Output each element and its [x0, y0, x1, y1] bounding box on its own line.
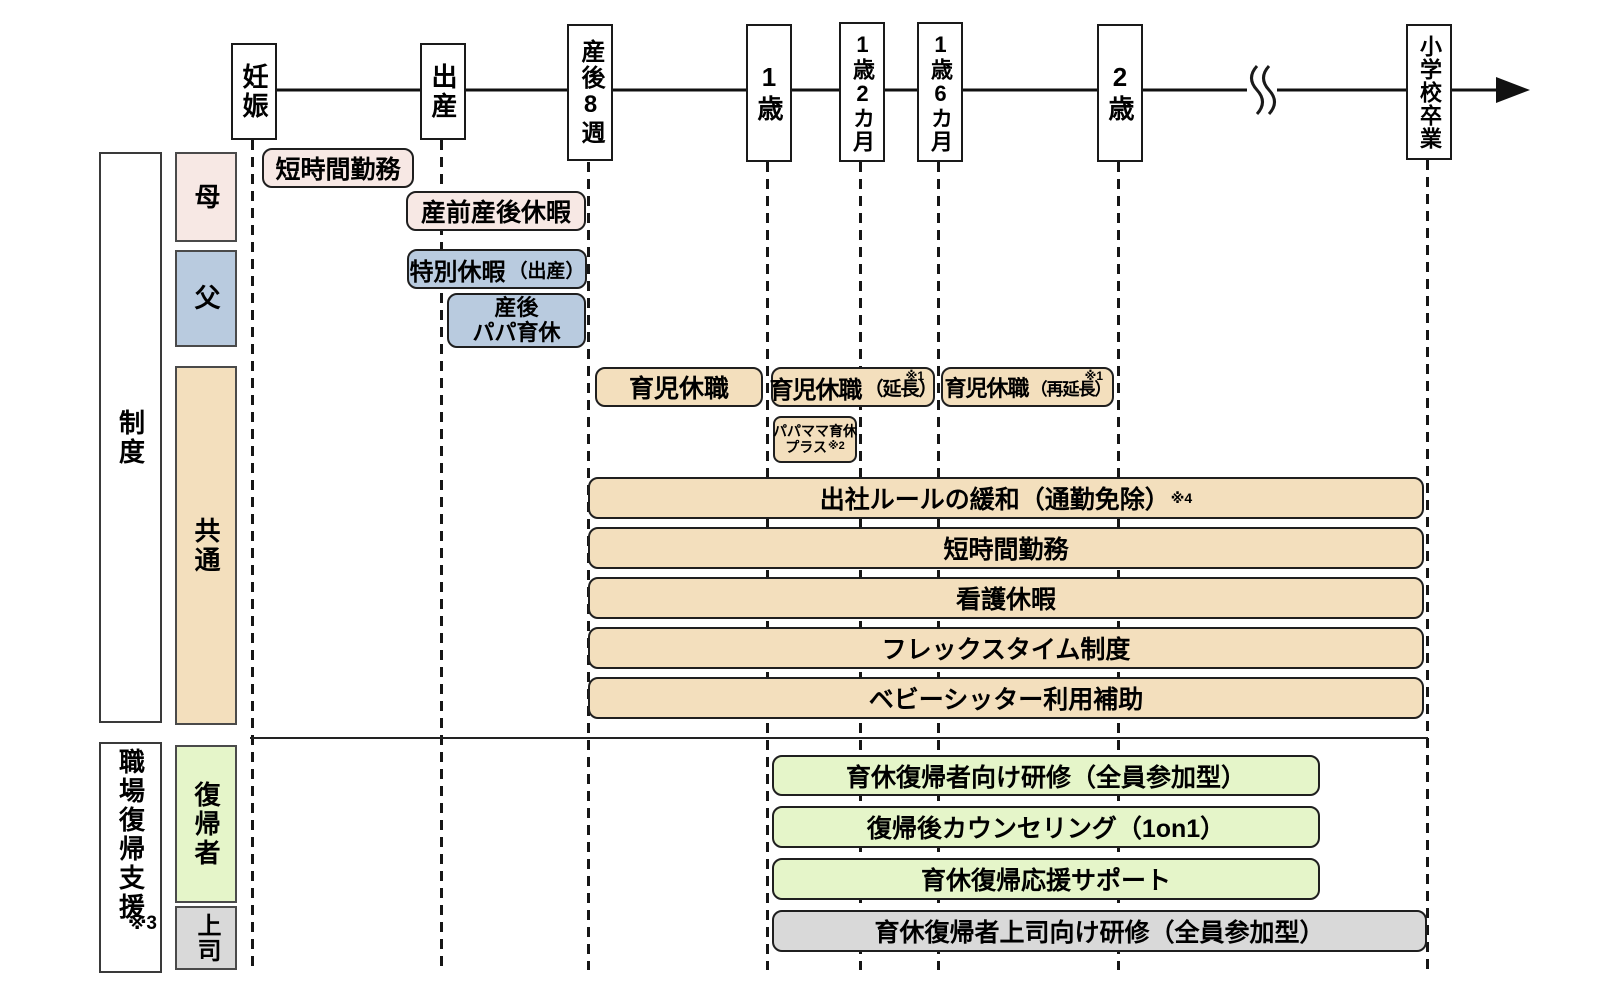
milestone-label: 妊娠 [239, 62, 269, 121]
milestone-label: 1歳2カ月 [850, 31, 875, 153]
milestone-label: 産後8週 [577, 39, 604, 146]
row-label: 復帰者 [191, 780, 221, 868]
bar-reference-mark: ※2 [827, 439, 845, 452]
bar-papa-mama-plus: パパママ育休 プラス※2 [773, 416, 857, 463]
milestone-birth: 出産 [420, 43, 466, 140]
bar-sublabel: （延長） [864, 378, 938, 400]
row-common: 共通 [175, 366, 237, 725]
bar-postnatal-papa-leave: 産後 パパ育休 [447, 293, 586, 348]
milestone-label: 1歳 [754, 62, 784, 124]
bar-childcare-leave-extension: 育児休職 （延長） ※1 [769, 367, 938, 407]
bar-label: 短時間勤務 [275, 156, 401, 184]
axis-arrowhead [1496, 77, 1530, 103]
bar-label: 看護休暇 [955, 586, 1056, 614]
bar-label: 育休復帰者向け研修（全員参加型） [845, 763, 1246, 792]
bar-childcare-leave: 育児休職 [595, 367, 763, 407]
milestone-age2: 2歳 [1097, 24, 1143, 162]
row-returnee: 復帰者 [175, 745, 237, 903]
bar-label: 出社ルールの緩和（通勤免除） [819, 486, 1170, 514]
bar-label-line1: パパママ育休 [773, 422, 857, 439]
axis-break-icon [1247, 64, 1277, 116]
gridline-birth [440, 140, 443, 970]
bar-childcare-leave-re-extension: 育児休職 （再延長） ※1 [941, 367, 1114, 407]
milestone-label: 小学校卒業 [1417, 34, 1442, 150]
bar-supervisor-training: 育休復帰者上司向け研修（全員参加型） [772, 910, 1427, 952]
row-label: 上司 [193, 913, 220, 963]
bar-special-leave-birth: 特別休暇 （出産） [407, 249, 587, 289]
milestone-age1: 1歳 [746, 24, 792, 162]
bar-label-line1: 産後 [494, 294, 539, 320]
bar-returnee-training: 育休復帰者向け研修（全員参加型） [772, 755, 1320, 796]
bar-return-counseling: 復帰後カウンセリング（1on1） [772, 806, 1320, 848]
section-divider [250, 737, 1428, 739]
bar-nursing-leave: 看護休暇 [588, 577, 1424, 619]
bar-reference-mark: ※1 [1084, 369, 1103, 383]
bar-reference-mark: ※1 [905, 369, 924, 383]
milestone-label: 出産 [428, 62, 458, 121]
bar-label: 育休復帰者上司向け研修（全員参加型） [874, 919, 1325, 947]
bar-reference-mark: ※4 [1170, 489, 1193, 506]
bar-sublabel: （再延長） [1030, 379, 1112, 399]
bar-label-line2: プラス※2 [785, 438, 845, 455]
row-label: 共通 [191, 516, 221, 575]
bar-mother-short-hours: 短時間勤務 [262, 148, 414, 188]
section-title: 職場復帰支援 [115, 747, 146, 922]
bar-label: 育休復帰応援サポート [920, 867, 1171, 895]
section-title: 制度 [115, 408, 146, 467]
milestone-age1y6m: 1歳6カ月 [917, 22, 963, 162]
bar-babysitter-subsidy: ベビーシッター利用補助 [588, 677, 1424, 719]
row-mother: 母 [175, 152, 237, 242]
bar-label: 特別休暇 [409, 258, 506, 286]
bar-prenatal-postnatal-leave: 産前産後休暇 [406, 191, 586, 231]
bar-label: 産前産後休暇 [420, 199, 571, 227]
milestone-label: 1歳6カ月 [928, 31, 953, 153]
bar-label: 復帰後カウンセリング（1on1） [866, 815, 1226, 843]
bar-flextime: フレックスタイム制度 [588, 627, 1424, 669]
bar-label: 育児休職 [944, 376, 1029, 401]
row-supervisor: 上司 [175, 906, 237, 970]
bar-short-hours: 短時間勤務 [588, 527, 1424, 569]
bar-label: 短時間勤務 [943, 536, 1069, 564]
milestone-8weeks: 産後8週 [567, 24, 613, 161]
gridline-elementary-grad [1426, 160, 1429, 970]
row-label: 母 [191, 182, 221, 212]
row-label: 父 [191, 284, 221, 313]
milestone-elementary-grad: 小学校卒業 [1406, 24, 1452, 160]
milestone-pregnancy: 妊娠 [231, 43, 277, 140]
milestone-age1y2m: 1歳2カ月 [839, 22, 885, 162]
section-note: ※3 [127, 913, 157, 934]
bar-label: 育児休職 [769, 376, 863, 404]
section-return-support: 職場復帰支援 ※3 [99, 742, 162, 973]
bar-label: フレックスタイム制度 [881, 636, 1131, 664]
bar-sublabel: （出産） [508, 260, 585, 282]
section-system: 制度 [99, 152, 162, 723]
gridline-pregnancy [251, 140, 254, 970]
bar-label-line2: パパ育休 [472, 319, 561, 345]
bar-label: 育児休職 [628, 375, 729, 403]
milestone-label: 2歳 [1105, 62, 1135, 124]
bar-commute-rule-relax: 出社ルールの緩和（通勤免除） ※4 [588, 477, 1424, 519]
gridline-8weeks [587, 162, 590, 970]
row-father: 父 [175, 250, 237, 347]
bar-label: ベビーシッター利用補助 [868, 686, 1144, 714]
bar-return-support-program: 育休復帰応援サポート [772, 858, 1320, 900]
